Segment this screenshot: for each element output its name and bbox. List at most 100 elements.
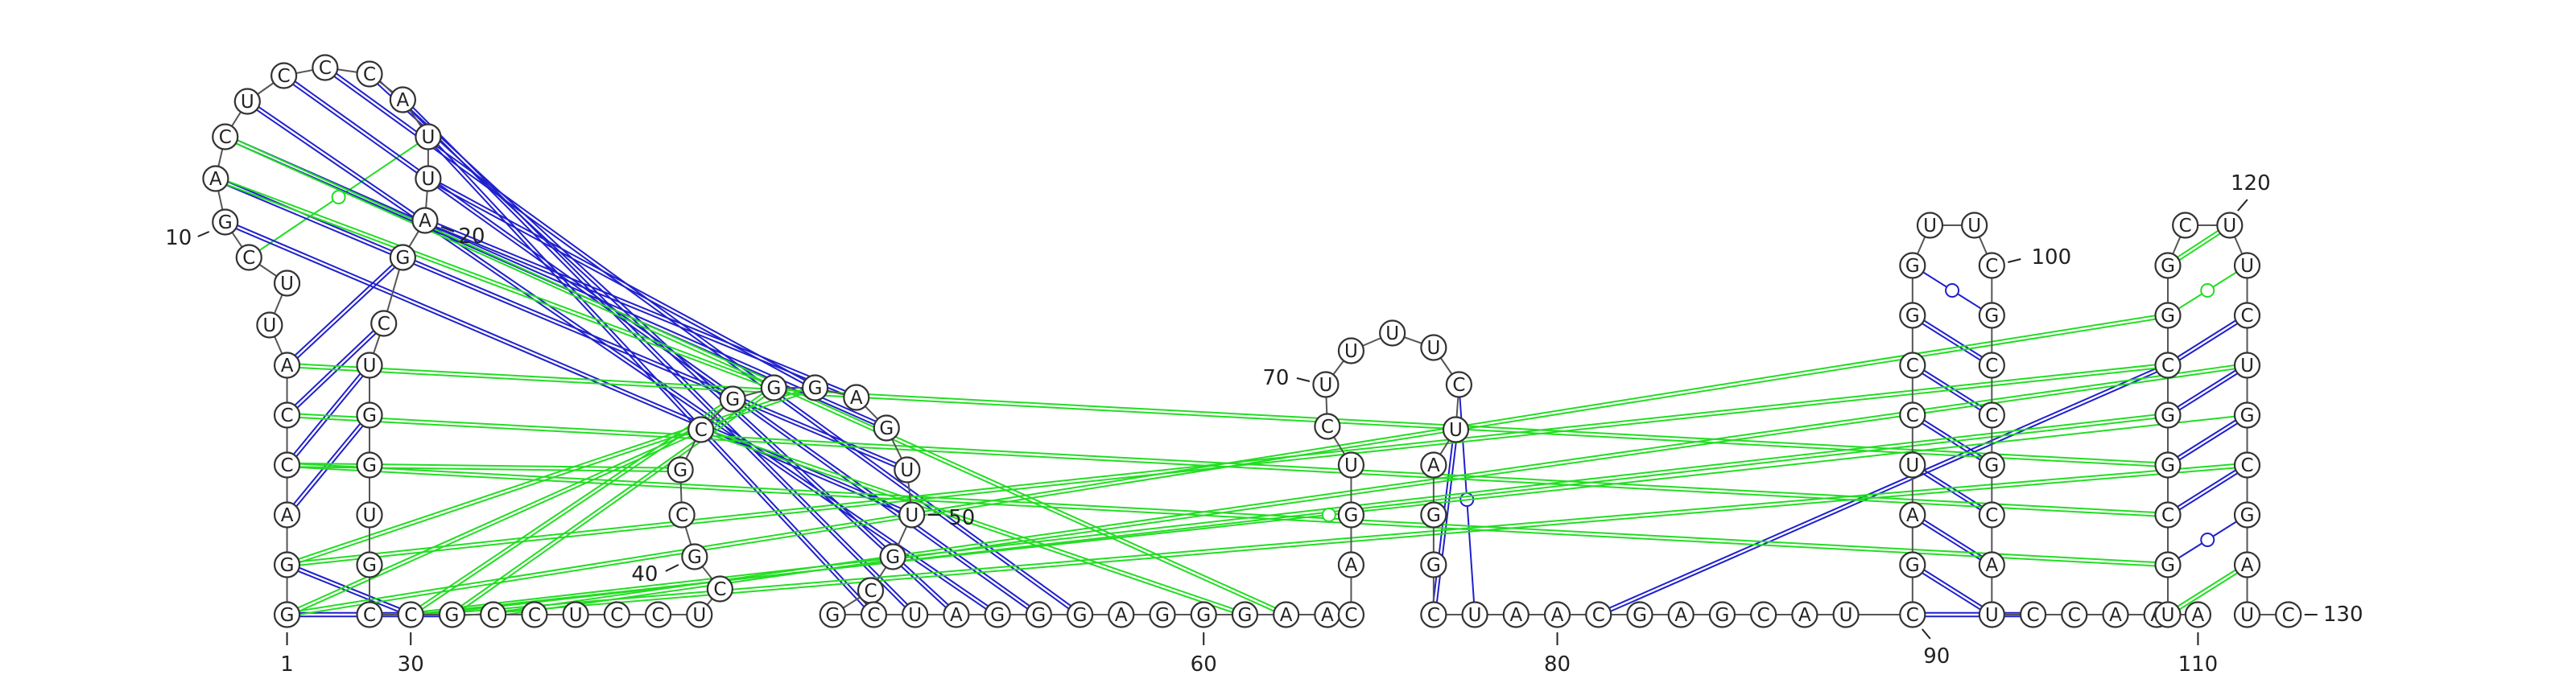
nucleotide-base: U	[1344, 341, 1358, 362]
nucleotide: G	[1978, 451, 2005, 479]
nucleotide-base: A	[950, 605, 963, 626]
nucleotide-base: G	[2240, 505, 2255, 526]
nucleotide: C	[1314, 413, 1341, 440]
nucleotide-circle	[1273, 601, 1300, 628]
nucleotide-base: G	[2161, 455, 2175, 476]
nucleotide: C	[1978, 352, 2005, 379]
nucleotide: G	[873, 414, 900, 442]
nucleotide: U	[2233, 352, 2261, 379]
nucleotide: A	[2233, 551, 2261, 578]
base-pair-line	[2168, 366, 2249, 418]
base-pair-line	[224, 223, 912, 517]
nucleotide-circle	[1312, 371, 1340, 398]
position-number: 60	[1191, 632, 1217, 677]
base-pair-line	[285, 363, 369, 465]
nucleotide-base: C	[319, 58, 332, 79]
nucleotide: G	[1066, 601, 1094, 628]
nucleotide-base: U	[1319, 375, 1332, 396]
nucleotide-circle	[397, 601, 424, 628]
position-number-text: 80	[1544, 652, 1571, 677]
base-pair-line	[286, 427, 701, 614]
nucleotide: G	[212, 208, 239, 236]
nucleotide-base: C	[363, 64, 376, 85]
nucleotide: U	[1337, 337, 1365, 364]
nucleotide-base: G	[1984, 455, 1999, 476]
nucleotide: A	[273, 352, 301, 379]
nucleotide-base: C	[713, 579, 726, 600]
nucleotide-base: U	[421, 169, 435, 190]
nucleotide-base: G	[362, 455, 377, 476]
nucleotide-circle	[2019, 601, 2047, 628]
nucleotide-base: G	[1715, 605, 1730, 626]
nucleotide-circle	[1337, 601, 1365, 628]
base-pair-line	[701, 426, 1246, 614]
base-pair-dot	[331, 190, 346, 204]
base-pair-line	[1597, 363, 2168, 614]
nucleotide-circle	[1025, 601, 1052, 628]
nucleotide-base: C	[2179, 216, 2192, 237]
base-pair-line	[1913, 512, 1994, 564]
nucleotide: A	[389, 86, 416, 113]
nucleotide-base: C	[2282, 605, 2295, 626]
nucleotide: G	[2154, 551, 2182, 578]
nucleotide-circle	[2154, 352, 2182, 379]
nucleotide: U	[356, 352, 383, 379]
nucleotide-circle	[312, 54, 339, 81]
nucleotide-circle	[2233, 401, 2261, 429]
position-number-text: 30	[398, 652, 424, 677]
nucleotide-circle	[644, 601, 672, 628]
nucleotide-circle	[389, 86, 416, 113]
nucleotide-base: C	[1985, 405, 1998, 426]
nucleotide-circle	[2154, 501, 2182, 529]
backbone	[214, 67, 2289, 615]
nucleotide: G	[2154, 401, 2182, 429]
nucleotide-base: G	[2240, 405, 2255, 426]
nucleotide: A	[411, 207, 439, 234]
position-tick	[2008, 258, 2021, 263]
nucleotide: G	[356, 551, 383, 578]
nucleotide-base: C	[1906, 605, 1919, 626]
nucleotide-circle	[686, 601, 713, 628]
nucleotide-circle	[2102, 601, 2129, 628]
nucleotide-base: G	[1238, 605, 1253, 626]
base-pair-line	[1911, 566, 1992, 617]
base-pair-line	[426, 137, 873, 617]
nucleotide-circle	[356, 551, 383, 578]
nucleotide-base: U	[262, 315, 276, 336]
nucleotide-circle	[1420, 551, 1447, 578]
nucleotide: A	[1420, 451, 1447, 479]
base-pair-line	[246, 101, 997, 617]
nucleotide: A	[2184, 601, 2212, 628]
nucleotide: U	[273, 270, 301, 297]
base-pair-line	[1913, 313, 1994, 364]
nucleotide-base: G	[2161, 306, 2175, 327]
nucleotide-base: C	[864, 581, 877, 602]
nucleotide-circle	[273, 401, 301, 429]
nucleotide: U	[898, 501, 926, 529]
nucleotide-base: G	[1426, 505, 1441, 526]
nucleotide-base: A	[1798, 605, 1811, 626]
position-tick	[440, 226, 455, 233]
position-number: 40	[631, 562, 679, 586]
nucleotide: C	[706, 575, 733, 603]
nucleotide-base: C	[1985, 256, 1998, 277]
nucleotide-circle	[356, 60, 383, 88]
position-number-text: 40	[631, 562, 658, 586]
nucleotide-circle	[212, 123, 239, 150]
nucleotide: C	[235, 244, 262, 271]
nucleotide-circle	[2154, 252, 2182, 279]
position-tick	[2237, 199, 2248, 212]
position-number-text: 70	[1262, 366, 1289, 390]
nucleotide-base: A	[1427, 455, 1440, 476]
nucleotide-circle	[801, 374, 829, 401]
nucleotide: G	[2233, 401, 2261, 429]
nucleotide-base: A	[1345, 555, 1358, 576]
nucleotide-base: U	[363, 356, 377, 377]
nucleotide-base: C	[2161, 505, 2174, 526]
nucleotide-base: C	[1427, 605, 1440, 626]
nucleotide-base: C	[1321, 417, 1334, 438]
nucleotide-base: C	[1985, 356, 1998, 377]
nucleotide-base: C	[219, 127, 232, 148]
nucleotide-circle	[860, 601, 888, 628]
nucleotide: C	[668, 501, 696, 529]
